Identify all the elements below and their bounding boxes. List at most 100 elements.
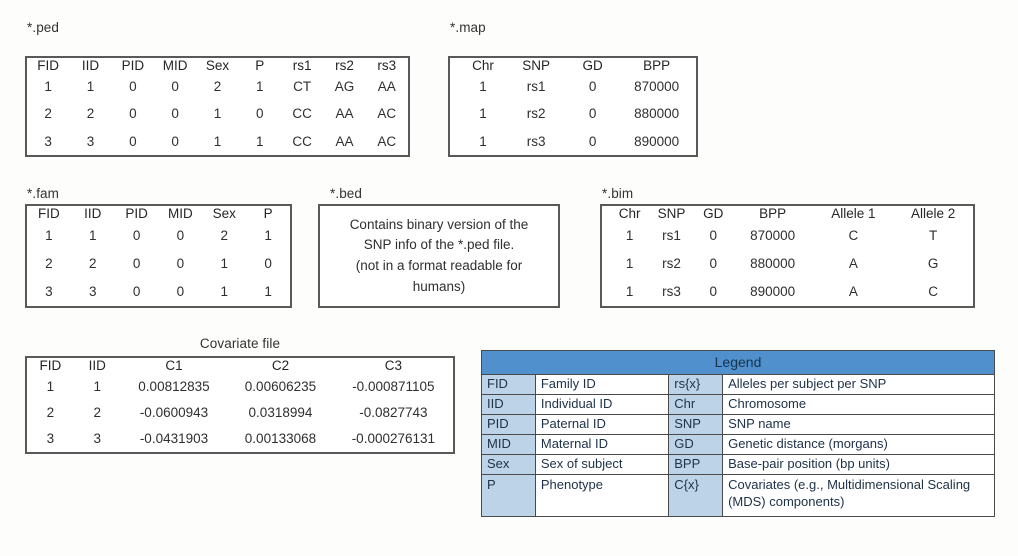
legend-row: PID Paternal ID SNP SNP name <box>481 413 995 435</box>
bim-cell: G <box>927 255 939 271</box>
ped-cell: AA <box>377 79 396 95</box>
covariate-cell: -0.0827743 <box>359 404 428 420</box>
fam-caption: *.fam <box>27 186 60 201</box>
table-row: 2 2 0 0 1 0 <box>27 249 290 277</box>
covariate-cell: 0.00133068 <box>244 431 317 447</box>
map-cell: 870000 <box>634 79 680 95</box>
legend-key-right: rs{x} <box>668 374 724 396</box>
ped-cell: 3 <box>86 133 95 149</box>
covariate-cell: 1 <box>46 378 55 394</box>
bim-cell: 870000 <box>750 227 796 243</box>
ped-header-cell: rs2 <box>335 58 354 73</box>
legend-key-left: P <box>481 473 536 517</box>
ped-cell: 0 <box>171 79 179 95</box>
ped-cell: 1 <box>256 79 264 95</box>
bim-table-box: Chr SNP GD BPP Allele 1 Allele 2 1 rs1 0… <box>600 204 975 308</box>
covariate-header-cell: C1 <box>165 358 183 373</box>
bim-cell: A <box>848 284 858 300</box>
bim-cell: 0 <box>709 227 718 243</box>
fam-cell: 0 <box>132 284 141 300</box>
ped-cell: 1 <box>213 133 222 149</box>
covariate-header-cell: C3 <box>384 358 402 373</box>
map-header-cell: Chr <box>472 58 494 73</box>
table-row: 1 1 0 0 2 1 <box>27 221 290 249</box>
covariate-table: FID IID C1 C2 C3 1 1 0.00812835 0.006062… <box>27 358 453 452</box>
legend-desc-left: Family ID <box>534 374 670 396</box>
bed-line: Contains binary version of the <box>349 216 529 232</box>
bim-header-cell: Allele 2 <box>910 206 956 221</box>
fam-header-cell: FID <box>38 206 60 221</box>
ped-cell: AC <box>377 133 397 149</box>
ped-table-box: FID IID PID MID Sex P rs1 rs2 rs3 1 1 0 … <box>25 56 410 157</box>
legend-row: Sex Sex of subject BPP Base-pair positio… <box>481 453 995 475</box>
table-row: 1 1 0 0 2 1 CT AG AA <box>27 73 408 100</box>
bim-cell: 890000 <box>750 284 796 300</box>
fam-cell: 2 <box>45 255 53 271</box>
fam-table: FID IID PID MID Sex P 1 1 0 0 2 1 2 2 0 … <box>27 206 290 306</box>
ped-header-cell: MID <box>162 58 188 73</box>
covariate-cell: 0.0318994 <box>248 404 313 420</box>
fam-header-cell: Sex <box>212 206 236 221</box>
fam-cell: 3 <box>88 284 97 300</box>
bim-cell: rs2 <box>662 255 681 271</box>
legend-title: Legend <box>481 349 995 376</box>
ped-cell: 2 <box>213 79 222 95</box>
fam-header-cell: IID <box>84 206 102 221</box>
fam-cell: 3 <box>45 284 53 300</box>
ped-cell: CC <box>292 106 312 122</box>
legend-desc-left: Paternal ID <box>534 413 670 435</box>
fam-cell: 1 <box>88 227 97 243</box>
table-row: 3 3 0 0 1 1 <box>27 278 290 306</box>
bim-cell: C <box>928 284 938 300</box>
map-cell: 0 <box>588 106 597 122</box>
fam-cell: 0 <box>176 227 185 243</box>
legend-title-row: Legend <box>481 349 995 376</box>
legend-key-left: MID <box>481 433 536 455</box>
bim-cell: 0 <box>709 284 718 300</box>
fam-cell: 0 <box>176 255 185 271</box>
fam-header-row: FID IID PID MID Sex P <box>27 206 290 221</box>
ped-cell: 0 <box>171 133 179 149</box>
legend-desc-right: Genetic distance (morgans) <box>722 433 995 455</box>
fam-cell: 2 <box>220 227 228 243</box>
map-cell: 1 <box>479 133 487 149</box>
bim-header-cell: BPP <box>759 206 787 221</box>
covariate-cell: 0.00606235 <box>244 378 317 394</box>
ped-cell: 0 <box>129 79 137 95</box>
fam-header-cell: P <box>263 206 273 221</box>
ped-cell: 3 <box>44 133 52 149</box>
ped-cell: AG <box>334 79 355 95</box>
ped-header-cell: P <box>255 58 265 73</box>
table-row: 1 rs2 0 880000 A G <box>602 249 973 277</box>
fam-cell: 2 <box>88 255 97 271</box>
bed-description-text: Contains binary version of the SNP info … <box>320 206 558 306</box>
covariate-cell: -0.0600943 <box>139 404 209 420</box>
ped-header-cell: rs1 <box>292 58 312 73</box>
ped-cell: 1 <box>256 133 264 149</box>
bed-caption: *.bed <box>330 186 363 201</box>
bim-cell: 880000 <box>750 255 796 271</box>
ped-cell: 0 <box>129 133 137 149</box>
map-cell: 1 <box>479 79 487 95</box>
map-cell: 0 <box>588 79 597 95</box>
fam-table-box: FID IID PID MID Sex P 1 1 0 0 2 1 2 2 0 … <box>25 204 292 308</box>
legend-row: MID Maternal ID GD Genetic distance (mor… <box>481 433 995 455</box>
map-header-row: Chr SNP GD BPP <box>450 58 696 73</box>
legend-table: Legend FID Family ID rs{x} Alleles per s… <box>481 349 995 517</box>
covariate-cell: 0.00812835 <box>138 378 210 394</box>
fam-cell: 1 <box>220 284 228 300</box>
bed-line: humans) <box>412 278 466 294</box>
ped-cell: AA <box>335 133 354 149</box>
covariate-cell: 3 <box>46 431 55 447</box>
bim-cell: A <box>848 255 858 271</box>
ped-cell: 2 <box>86 106 95 122</box>
table-row: 1 rs3 0 890000 <box>450 128 696 155</box>
table-row: 3 3 0 0 1 1 CC AA AC <box>27 128 408 155</box>
legend-key-right: GD <box>668 433 724 455</box>
bim-cell: C <box>848 227 859 243</box>
ped-cell: 0 <box>129 106 137 122</box>
covariate-header-row: FID IID C1 C2 C3 <box>27 358 453 373</box>
fam-cell: 0 <box>176 284 185 300</box>
ped-header-cell: rs3 <box>377 58 397 73</box>
legend-key-right: BPP <box>668 453 724 475</box>
